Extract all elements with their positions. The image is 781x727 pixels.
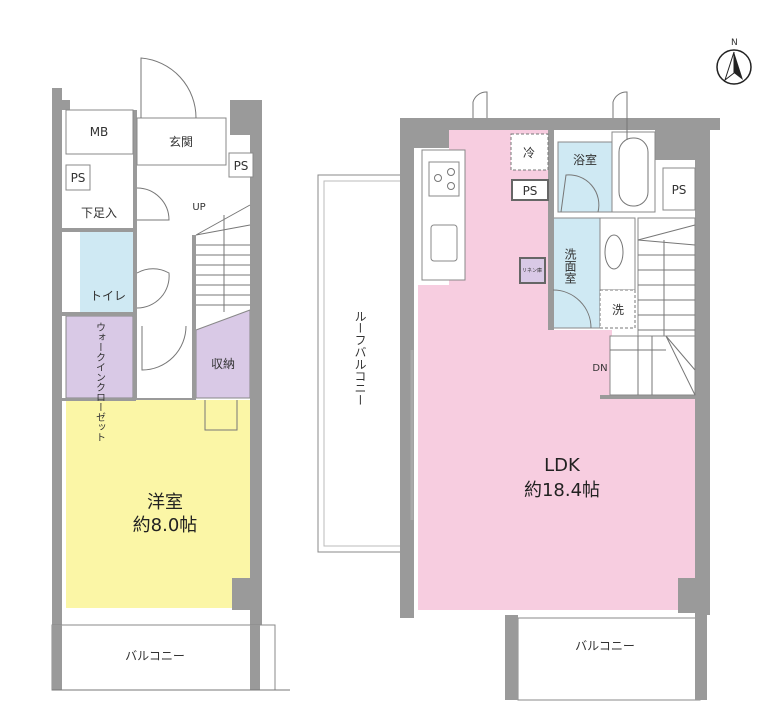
compass-label: N xyxy=(731,38,738,48)
western-room-size: 約8.0帖 xyxy=(133,515,198,536)
mb-label: MB xyxy=(90,125,109,139)
entrance-label: 玄関 xyxy=(169,134,193,149)
bathroom-floor xyxy=(557,141,613,213)
storage-label: 収納 xyxy=(211,357,235,371)
balcony-label: バルコニー xyxy=(575,639,635,653)
shoe-storage-label: 下足入 xyxy=(81,206,117,220)
bathtub-icon xyxy=(618,137,649,207)
stair-down-label: DN xyxy=(592,363,607,374)
washer-label: 洗 xyxy=(612,303,624,317)
right-balcony xyxy=(517,617,701,701)
stair-up-label: UP xyxy=(192,202,205,213)
sink-icon xyxy=(430,224,458,262)
ps-label: PS xyxy=(234,159,249,173)
stove-icon xyxy=(428,161,460,197)
staircase xyxy=(195,204,251,312)
bathroom-label: 浴室 xyxy=(573,152,597,167)
western-room-floor xyxy=(66,400,250,608)
staircase xyxy=(609,217,696,396)
right-unit: 冷 PS 浴室 PS 洗面室 リネン庫 洗 DN LDK 約18.4帖 バルコニ… xyxy=(400,91,720,701)
roof-balcony: ルーフバルコニー xyxy=(317,174,413,553)
roof-balcony-label: ルーフバルコニー xyxy=(353,310,367,406)
left-unit: MB 玄関 PS PS 下足入 UP トイレ ウォークインクローゼット 収納 洋… xyxy=(51,57,290,691)
linen-closet-label: リネン庫 xyxy=(522,267,542,274)
ps-label: PS xyxy=(71,171,86,185)
balcony-label: バルコニー xyxy=(125,649,185,663)
wash-basin-icon xyxy=(604,234,624,270)
walk-in-closet-label: ウォークインクローゼット xyxy=(94,322,106,442)
ldk-floor xyxy=(418,128,695,610)
toilet-label: トイレ xyxy=(90,289,126,303)
western-room-label: 洋室 xyxy=(147,492,183,513)
storage-floor xyxy=(195,309,251,399)
ps-label: PS xyxy=(523,184,538,198)
fridge-label: 冷 xyxy=(523,146,535,160)
washroom-label: 洗面室 xyxy=(563,248,577,284)
toilet-floor xyxy=(80,232,133,312)
ldk-size: 約18.4帖 xyxy=(524,480,600,501)
north-arrow-icon: N xyxy=(716,38,752,85)
ldk-label: LDK xyxy=(544,455,581,476)
ps-label: PS xyxy=(672,183,687,197)
